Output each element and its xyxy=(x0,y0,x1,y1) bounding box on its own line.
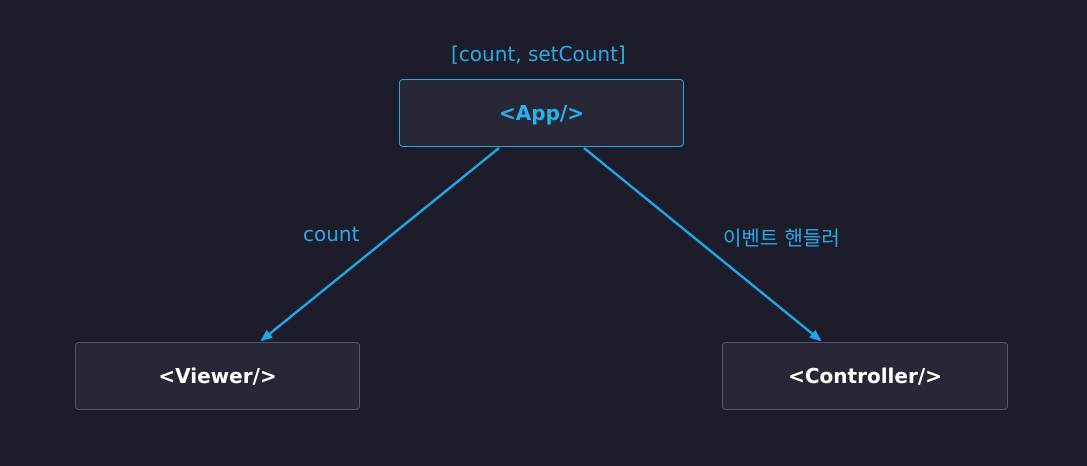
edge-app-to-controller xyxy=(583,147,822,342)
edge-label-event-handler: 이벤트 핸들러 xyxy=(723,226,840,250)
node-controller: <Controller/> xyxy=(722,342,1008,410)
node-controller-label: <Controller/> xyxy=(788,364,942,388)
edge-label-count: count xyxy=(303,222,360,246)
node-app-label: <App/> xyxy=(499,101,584,125)
node-viewer-label: <Viewer/> xyxy=(158,364,277,388)
node-viewer: <Viewer/> xyxy=(75,342,360,410)
edge-app-to-viewer xyxy=(260,147,500,342)
state-label: [count, setCount] xyxy=(451,42,626,66)
node-app: <App/> xyxy=(399,79,684,147)
